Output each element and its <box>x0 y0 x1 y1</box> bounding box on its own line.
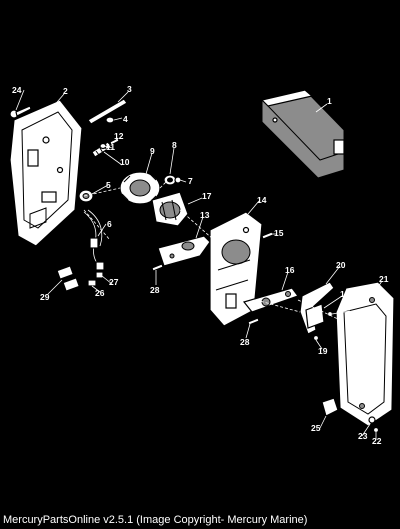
part-19-screw-b[interactable] <box>312 334 320 342</box>
callout-27: 27 <box>109 277 119 287</box>
part-22-screw[interactable] <box>372 426 380 434</box>
part-8-retaining-ring[interactable] <box>163 174 177 186</box>
copyright-footer: MercuryPartsOnline v2.5.1 (Image Copyrig… <box>0 512 400 529</box>
callout-23: 23 <box>358 431 368 441</box>
callout-1: 1 <box>327 96 332 106</box>
part-11-detent[interactable] <box>99 142 107 150</box>
callout-21: 21 <box>379 274 389 284</box>
callout-19a: 19 <box>349 295 359 305</box>
part-25-nut[interactable] <box>321 397 339 417</box>
part-28-screw-a[interactable] <box>151 263 164 272</box>
part-6-wire-harness[interactable] <box>83 209 105 271</box>
callout-17: 17 <box>202 191 212 201</box>
callout-15: 15 <box>274 228 284 238</box>
callout-20: 20 <box>336 260 346 270</box>
part-14-middle-plate[interactable] <box>209 211 263 327</box>
callout-4: 4 <box>123 114 128 124</box>
part-27-terminal[interactable] <box>95 271 104 279</box>
callout-16: 16 <box>285 265 295 275</box>
part-29-connectors[interactable] <box>56 265 81 292</box>
callout-19b: 19 <box>318 346 328 356</box>
callout-5: 5 <box>106 180 111 190</box>
callout-10: 10 <box>120 157 130 167</box>
part-13-lever[interactable] <box>157 235 211 267</box>
callout-6: 6 <box>107 219 112 229</box>
part-9-gear[interactable] <box>119 171 161 205</box>
part-21-front-cover[interactable] <box>335 281 395 427</box>
part-3-pin[interactable] <box>87 98 128 125</box>
callout-24: 24 <box>12 85 22 95</box>
callout-26: 26 <box>95 288 105 298</box>
callout-14: 14 <box>257 195 267 205</box>
leader-lines <box>15 89 383 440</box>
callout-22: 22 <box>372 436 382 446</box>
callout-9: 9 <box>150 146 155 156</box>
part-16-bracket-lever[interactable] <box>242 287 299 313</box>
callout-25: 25 <box>311 423 321 433</box>
part-17-actuator[interactable] <box>151 191 189 227</box>
callout-labels: 1 2 3 4 5 6 7 8 9 10 11 12 13 14 15 16 1… <box>12 84 389 446</box>
callout-12: 12 <box>114 131 124 141</box>
part-23-screw[interactable] <box>368 416 376 424</box>
callout-7: 7 <box>188 176 193 186</box>
part-24-screw[interactable] <box>9 105 32 119</box>
alignment-lines <box>83 181 341 321</box>
callout-3: 3 <box>127 84 132 94</box>
callout-13: 13 <box>200 210 210 220</box>
part-5-bushing[interactable] <box>78 189 94 203</box>
part-28-screw-b[interactable] <box>247 317 260 326</box>
callout-28a: 28 <box>150 285 160 295</box>
callout-28b: 28 <box>240 337 250 347</box>
callout-18: 18 <box>340 289 350 299</box>
callout-8: 8 <box>172 140 177 150</box>
part-15-screw[interactable] <box>261 231 274 240</box>
callout-11: 11 <box>106 142 115 152</box>
part-4-washer[interactable] <box>105 116 115 124</box>
callout-2: 2 <box>63 86 68 96</box>
callout-29: 29 <box>40 292 50 302</box>
part-1-rear-cover[interactable] <box>260 89 345 179</box>
part-26-terminal[interactable] <box>87 279 97 287</box>
part-18-clip[interactable] <box>305 303 325 329</box>
part-2-main-housing[interactable] <box>9 99 83 247</box>
